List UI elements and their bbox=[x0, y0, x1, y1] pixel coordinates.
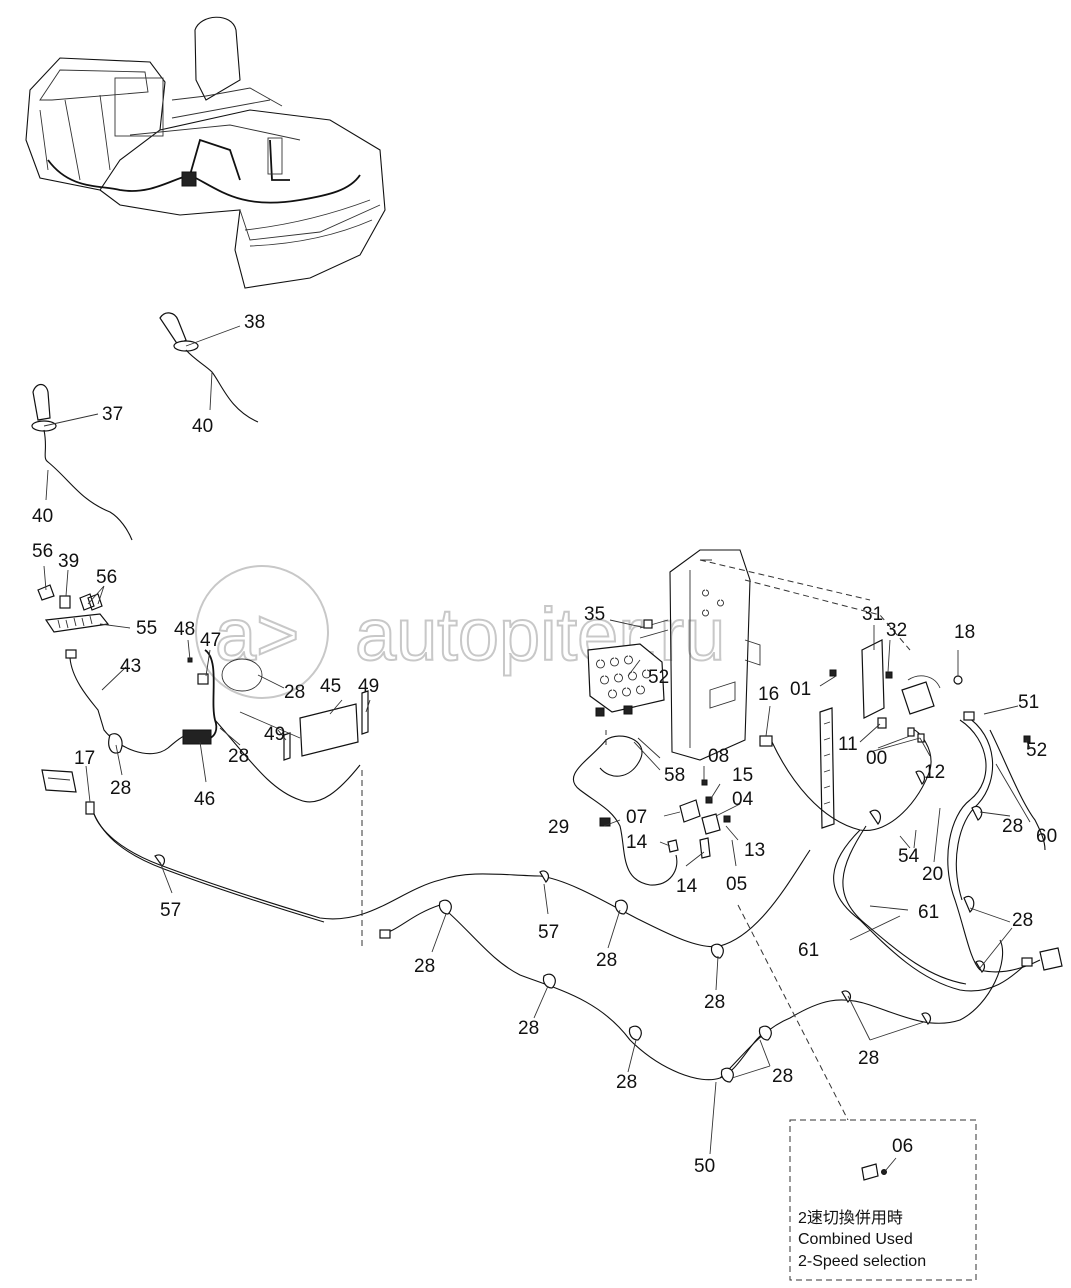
part-label-32: 32 bbox=[886, 620, 907, 641]
watermark-text: autopiter.ru bbox=[355, 593, 725, 676]
inset-note-japanese: 2速切換併用時 bbox=[798, 1209, 903, 1227]
part-label-16: 16 bbox=[758, 684, 779, 705]
part-label-28: 28 bbox=[1012, 910, 1033, 931]
part-label-28: 28 bbox=[110, 778, 131, 799]
part-label-04: 04 bbox=[732, 789, 754, 810]
part-label-18: 18 bbox=[954, 622, 975, 643]
part-label-56: 56 bbox=[32, 541, 53, 562]
part-label-58: 58 bbox=[664, 765, 685, 786]
leader-lines bbox=[43, 325, 1031, 1155]
part-label-49: 49 bbox=[264, 724, 285, 745]
excavator-overview bbox=[25, 16, 386, 289]
harness-43 bbox=[65, 649, 206, 755]
main-harness-50 bbox=[93, 813, 1004, 1081]
part-label-40: 40 bbox=[32, 506, 53, 527]
part-label-28: 28 bbox=[1002, 816, 1023, 837]
part-label-11: 11 bbox=[838, 734, 858, 755]
joystick-38 bbox=[159, 312, 259, 423]
clamps bbox=[154, 854, 932, 1083]
part-label-48: 48 bbox=[174, 619, 195, 640]
part-label-51: 51 bbox=[1018, 692, 1039, 713]
inset-part-label-06: 06 bbox=[892, 1136, 913, 1157]
part-label-14: 14 bbox=[676, 876, 698, 897]
part-label-52: 52 bbox=[1026, 740, 1047, 761]
part-label-52: 52 bbox=[648, 667, 669, 688]
part-label-47: 47 bbox=[200, 630, 221, 651]
part-label-61: 61 bbox=[798, 940, 819, 961]
part-label-15: 15 bbox=[732, 765, 753, 786]
solenoid-valve bbox=[667, 779, 731, 859]
relay-bracket bbox=[829, 639, 1031, 743]
part-label-46: 46 bbox=[194, 789, 215, 810]
part-label-28: 28 bbox=[616, 1072, 637, 1093]
fuse-strip bbox=[759, 707, 835, 829]
part-label-12: 12 bbox=[924, 762, 945, 783]
part-label-37: 37 bbox=[102, 404, 123, 425]
part-label-00: 00 bbox=[866, 748, 887, 769]
part-label-07: 07 bbox=[626, 807, 647, 828]
part-label-54: 54 bbox=[898, 846, 920, 867]
part-label-28: 28 bbox=[704, 992, 725, 1013]
part-label-55: 55 bbox=[136, 618, 157, 639]
part-label-01: 01 bbox=[790, 679, 811, 700]
part-label-05: 05 bbox=[726, 874, 747, 895]
part-label-57: 57 bbox=[160, 900, 181, 921]
inset-note-line-3: 2-Speed selection bbox=[798, 1253, 926, 1270]
part-label-28: 28 bbox=[414, 956, 435, 977]
part-label-49: 49 bbox=[358, 676, 379, 697]
control-valve-block bbox=[587, 619, 669, 717]
switch-panel bbox=[37, 584, 110, 633]
reference-lines bbox=[361, 730, 849, 1121]
part-label-40: 40 bbox=[192, 416, 213, 437]
part-label-13: 13 bbox=[744, 840, 765, 861]
part-label-17: 17 bbox=[74, 748, 95, 769]
inset-box: 06 2速切換併用時 Combined Used 2-Speed selecti… bbox=[789, 1119, 977, 1281]
part-label-28: 28 bbox=[858, 1048, 879, 1069]
part-labels: 38 40 37 40 56 39 56 55 48 47 43 28 45 4… bbox=[32, 312, 1057, 1177]
part-label-14: 14 bbox=[626, 832, 648, 853]
harness-61 bbox=[771, 715, 1063, 992]
harness-46 bbox=[182, 649, 361, 803]
inset-note-line-2: Combined Used bbox=[798, 1231, 913, 1248]
part-label-28: 28 bbox=[284, 682, 305, 703]
part-label-28: 28 bbox=[518, 1018, 539, 1039]
bracket-45 bbox=[239, 690, 369, 761]
part-label-39: 39 bbox=[58, 551, 79, 572]
part-label-43: 43 bbox=[120, 656, 141, 677]
part-label-31: 31 bbox=[862, 604, 883, 625]
part-label-57: 57 bbox=[538, 922, 559, 943]
part-label-60: 60 bbox=[1036, 826, 1057, 847]
part-label-50: 50 bbox=[694, 1156, 715, 1177]
frame-panel bbox=[669, 549, 911, 761]
connector-17 bbox=[41, 769, 95, 815]
part-label-29: 29 bbox=[548, 817, 569, 838]
part-label-35: 35 bbox=[584, 604, 605, 625]
part-label-61: 61 bbox=[918, 902, 939, 923]
part-label-28: 28 bbox=[228, 746, 249, 767]
part-label-45: 45 bbox=[320, 676, 341, 697]
part-label-08: 08 bbox=[708, 746, 729, 767]
part-label-28: 28 bbox=[596, 950, 617, 971]
part-label-20: 20 bbox=[922, 864, 943, 885]
part-label-38: 38 bbox=[244, 312, 265, 333]
part-label-28: 28 bbox=[772, 1066, 793, 1087]
part-label-56: 56 bbox=[96, 567, 117, 588]
